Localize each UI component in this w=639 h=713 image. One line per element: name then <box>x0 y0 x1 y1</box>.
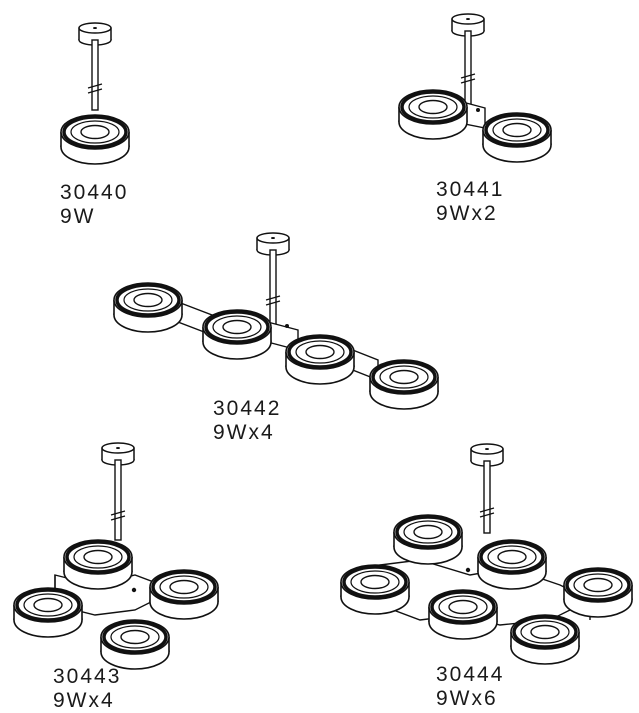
model-label-30440: 30440 9W <box>60 181 128 229</box>
model-number: 30443 <box>53 665 122 688</box>
model-number: 30444 <box>436 663 505 686</box>
fixture-30440 <box>59 22 131 166</box>
model-label-30443: 30443 9Wx4 <box>53 665 121 713</box>
model-label-30441: 30441 9Wx2 <box>436 178 504 226</box>
fixture-30444 <box>339 443 634 666</box>
wattage: 9Wx2 <box>436 202 498 225</box>
fixture-30441 <box>397 13 553 164</box>
wattage: 9Wx4 <box>53 689 115 712</box>
fixture-30442 <box>112 232 440 411</box>
model-number: 30441 <box>436 178 505 201</box>
wattage: 9Wx4 <box>213 421 275 444</box>
wattage: 9Wx6 <box>436 687 498 710</box>
wattage: 9W <box>60 205 96 228</box>
model-label-30444: 30444 9Wx6 <box>436 663 504 711</box>
fixture-30443 <box>12 442 220 671</box>
model-number: 30440 <box>60 181 129 204</box>
model-label-30442: 30442 9Wx4 <box>213 397 281 445</box>
model-number: 30442 <box>213 397 282 420</box>
